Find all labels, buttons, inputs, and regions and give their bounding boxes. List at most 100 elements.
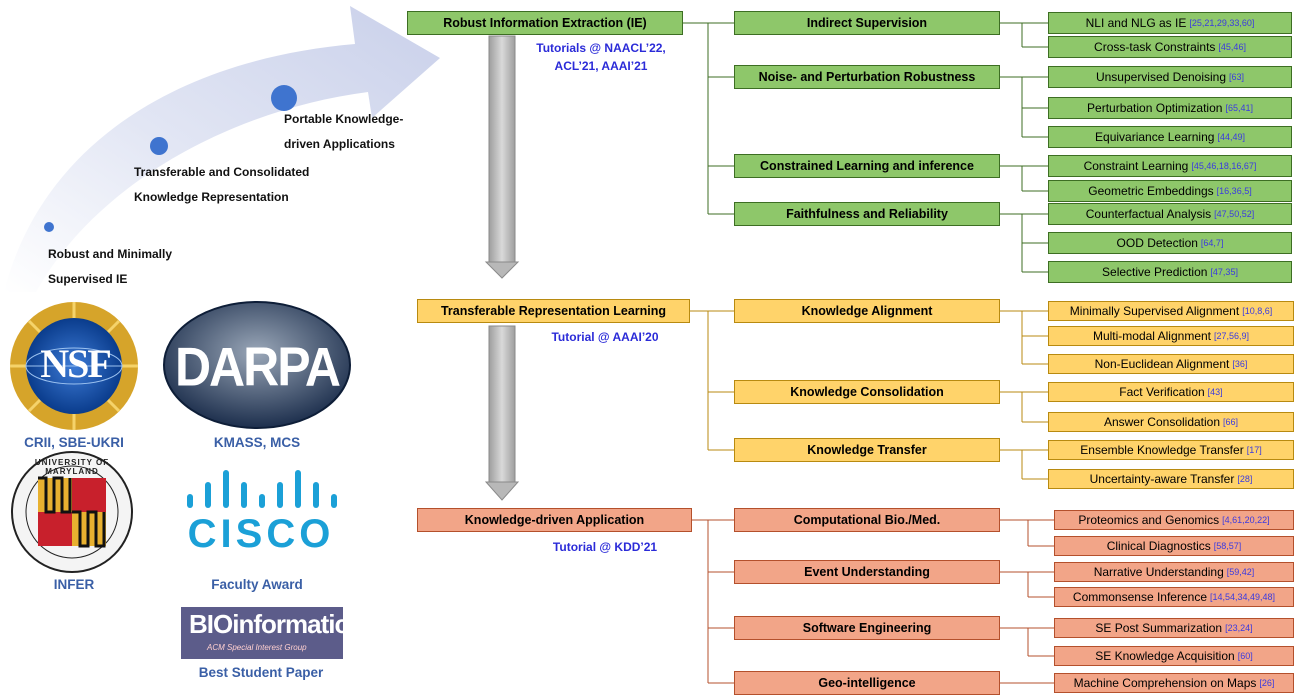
leaf-text: OOD Detection: [1116, 236, 1198, 250]
topic-faithfulness: Faithfulness and Reliability: [734, 202, 1000, 226]
leaf-text: Geometric Embeddings: [1088, 184, 1214, 198]
leaf-text: Narrative Understanding: [1093, 565, 1224, 579]
topic-knowledge-alignment: Knowledge Alignment: [734, 299, 1000, 323]
leaf-ref: [23,24]: [1225, 623, 1253, 633]
topic-knowledge-transfer: Knowledge Transfer: [734, 438, 1000, 462]
leaf-item: Unsupervised Denoising[63]: [1048, 66, 1292, 88]
nsf-logo-icon: [10, 302, 138, 430]
connectors-ie: [683, 22, 1048, 273]
acm-bio-logo-subtext: ACM Special Interest Group: [207, 643, 307, 652]
leaf-text: Cross-task Constraints: [1094, 40, 1216, 54]
leaf-ref: [65,41]: [1225, 103, 1253, 113]
stage-label-portable: Portable Knowledge-driven Applications: [284, 112, 404, 151]
leaf-item: OOD Detection[64,7]: [1048, 232, 1292, 254]
leaf-ref: [4,61,20,22]: [1222, 515, 1270, 525]
darpa-logo-text: DARPA: [174, 336, 341, 398]
leaf-text: Proteomics and Genomics: [1078, 513, 1220, 527]
leaf-item: Equivariance Learning[44,49]: [1048, 126, 1292, 148]
leaf-item: SE Post Summarization[23,24]: [1054, 618, 1294, 638]
leaf-item: Selective Prediction[47,35]: [1048, 261, 1292, 283]
tutorial-app: Tutorial @ KDD’21: [552, 540, 658, 554]
topic-event-understanding: Event Understanding: [734, 560, 1000, 584]
cisco-bars-icon: [187, 470, 337, 508]
leaf-text: Perturbation Optimization: [1087, 101, 1223, 115]
leaf-text: Counterfactual Analysis: [1085, 207, 1212, 221]
down-arrow-2: [484, 325, 520, 501]
leaf-ref: [66]: [1223, 417, 1239, 427]
leaf-ref: [25,21,29,33,60]: [1189, 18, 1255, 28]
topic-software-engineering: Software Engineering: [734, 616, 1000, 640]
leaf-item: Clinical Diagnostics[58,57]: [1054, 536, 1294, 556]
leaf-text: Non-Euclidean Alignment: [1094, 357, 1230, 371]
leaf-text: NLI and NLG as IE: [1085, 16, 1187, 30]
leaf-ref: [47,35]: [1210, 267, 1238, 277]
leaf-ref: [59,42]: [1226, 567, 1255, 577]
umd-seal-text: UNIVERSITY OF MARYLAND: [34, 458, 110, 476]
tutorial-ie: Tutorials @ NAACL’22, ACL’21, AAAI’21: [536, 41, 666, 73]
leaf-text: Multi-modal Alignment: [1092, 329, 1212, 343]
acm-bio-logo-icon: BIOinformatics ACM Special Interest Grou…: [181, 607, 362, 659]
leaf-ref: [45,46,18,16,67]: [1191, 161, 1257, 171]
vision-arrow: [4, 6, 440, 292]
leaf-item: Commonsense Inference[14,54,34,49,48]: [1054, 587, 1294, 607]
leaf-item: Uncertainty-aware Transfer[28]: [1048, 469, 1294, 489]
leaf-ref: [64,7]: [1200, 238, 1224, 248]
leaf-text: Commonsense Inference: [1072, 590, 1207, 604]
leaf-text: Clinical Diagnostics: [1106, 539, 1211, 553]
leaf-item: NLI and NLG as IE[25,21,29,33,60]: [1048, 12, 1292, 34]
leaf-ref: [10,8,6]: [1242, 306, 1273, 316]
leaf-item: Proteomics and Genomics[4,61,20,22]: [1054, 510, 1294, 530]
funding-label-acm: Best Student Paper: [198, 665, 324, 680]
topic-noise-robustness: Noise- and Perturbation Robustness: [734, 65, 1000, 89]
topic-knowledge-consolidation: Knowledge Consolidation: [734, 380, 1000, 404]
leaf-item: Perturbation Optimization[65,41]: [1048, 97, 1292, 119]
section-head-trl: Transferable Representation Learning: [417, 299, 690, 323]
connectors-app: [692, 519, 1054, 684]
leaf-ref: [47,50,52]: [1214, 209, 1255, 219]
leaf-item: Narrative Understanding[59,42]: [1054, 562, 1294, 582]
connectors-trl: [690, 310, 1048, 480]
leaf-ref: [27,56,9]: [1214, 331, 1250, 341]
funding-label-nsf: CRII, SBE-UKRI: [24, 435, 124, 450]
leaf-text: Answer Consolidation: [1103, 415, 1221, 429]
leaf-text: Ensemble Knowledge Transfer: [1080, 443, 1244, 457]
leaf-item: Geometric Embeddings[16,36,5]: [1048, 180, 1292, 202]
acm-bio-logo-text: BIOinformatics: [189, 609, 362, 639]
leaf-ref: [58,57]: [1213, 541, 1242, 551]
umd-seal-icon: [11, 451, 133, 573]
leaf-ref: [36]: [1232, 359, 1248, 369]
leaf-text: SE Post Summarization: [1095, 621, 1223, 635]
leaf-item: Machine Comprehension on Maps[26]: [1054, 673, 1294, 693]
leaf-item: SE Knowledge Acquisition[60]: [1054, 646, 1294, 666]
leaf-item: Ensemble Knowledge Transfer[17]: [1048, 440, 1294, 460]
stage-dot-1: [44, 222, 54, 232]
leaf-item: Fact Verification[43]: [1048, 382, 1294, 402]
stage-label-transferable: Transferable and Consolidated Knowledge …: [134, 165, 310, 204]
leaf-ref: [44,49]: [1217, 132, 1245, 142]
leaf-text: Unsupervised Denoising: [1095, 70, 1227, 84]
leaf-text: Equivariance Learning: [1095, 130, 1215, 144]
darpa-logo-icon: [163, 301, 351, 429]
leaf-item: Minimally Supervised Alignment[10,8,6]: [1048, 301, 1294, 321]
leaf-ref: [16,36,5]: [1216, 186, 1252, 196]
leaf-ref: [43]: [1207, 387, 1223, 397]
stage-label-robust: Robust and Minimally Supervised IE: [48, 247, 173, 286]
leaf-item: Answer Consolidation[66]: [1048, 412, 1294, 432]
leaf-text: SE Knowledge Acquisition: [1095, 649, 1235, 663]
leaf-text: Machine Comprehension on Maps: [1073, 676, 1257, 690]
funding-label-cisco: Faculty Award: [211, 577, 303, 592]
down-arrow-1: [484, 35, 520, 279]
section-head-app: Knowledge-driven Application: [417, 508, 692, 532]
leaf-ref: [17]: [1246, 445, 1262, 455]
funding-label-darpa: KMASS, MCS: [213, 435, 301, 450]
leaf-item: Non-Euclidean Alignment[36]: [1048, 354, 1294, 374]
leaf-text: Minimally Supervised Alignment: [1069, 304, 1240, 318]
tutorial-trl: Tutorial @ AAAI’20: [551, 330, 659, 344]
leaf-text: Selective Prediction: [1102, 265, 1208, 279]
leaf-ref: [45,46]: [1218, 42, 1246, 52]
funding-label-umd: INFER: [53, 577, 95, 592]
stage-dot-3: [271, 85, 297, 111]
leaf-ref: [26]: [1259, 678, 1275, 688]
leaf-ref: [60]: [1237, 651, 1253, 661]
